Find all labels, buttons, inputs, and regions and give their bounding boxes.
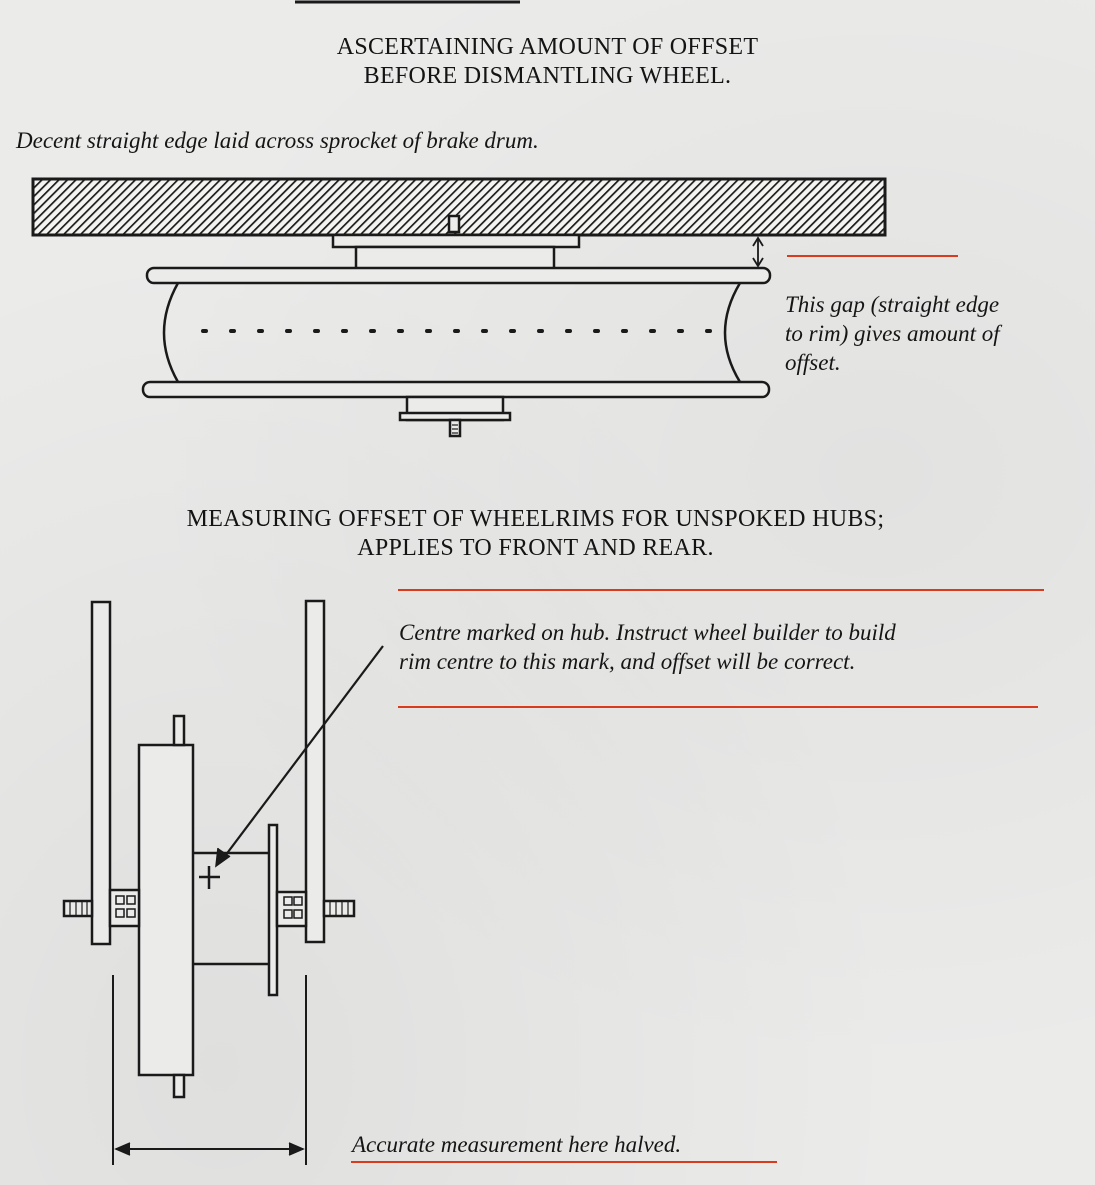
rim-left-profile [162, 282, 180, 383]
gap-caption-line2: to rim) gives amount of [785, 321, 1000, 346]
rim-bottom-flange [141, 380, 771, 399]
hub-drum [137, 743, 195, 1077]
right-fork-leg [304, 599, 326, 944]
spindle-bottom [172, 1073, 186, 1099]
top-heading-line1: ASCERTAINING AMOUNT OF OFFSET [336, 34, 759, 60]
gap-caption-line3: offset. [785, 350, 841, 375]
measurement-caption: Accurate measurement here halved. [352, 1132, 682, 1157]
sprocket-bolt [447, 214, 461, 234]
centre-caption-line1: Centre marked on hub. Instruct wheel bui… [399, 620, 896, 645]
right-spindle-thread [322, 899, 356, 918]
gap-caption: This gap (straight edge to rim) gives am… [785, 290, 1000, 377]
left-fork-leg [90, 600, 112, 946]
centre-caption-line2: rim centre to this mark, and offset will… [399, 649, 856, 674]
middle-heading-line2: APPLIES TO FRONT AND REAR. [357, 535, 714, 561]
rim-top-flange [145, 266, 772, 285]
straight-edge-figure [31, 177, 887, 438]
middle-heading: MEASURING OFFSET OF WHEELRIMS FOR UNSPOK… [0, 505, 1083, 563]
top-heading-line2: BEFORE DISMANTLING WHEEL. [363, 63, 732, 89]
straight-edge-caption: Decent straight edge laid across sprocke… [16, 128, 539, 153]
axle-stub [448, 418, 462, 438]
red-underlines [351, 255, 1044, 1163]
top-heading: ASCERTAINING AMOUNT OF OFFSET BEFORE DIS… [0, 33, 1095, 91]
rim-right-profile [723, 282, 742, 383]
spindle-top [172, 714, 186, 747]
left-spindle-thread [62, 899, 94, 918]
middle-heading-line1: MEASURING OFFSET OF WHEELRIMS FOR UNSPOK… [186, 506, 885, 532]
centre-pointer-line [221, 645, 384, 861]
centre-caption: Centre marked on hub. Instruct wheel bui… [399, 618, 896, 676]
sprocket-flange [331, 233, 581, 249]
hub-offset-figure [62, 599, 384, 1165]
gap-caption-line1: This gap (straight edge [785, 292, 1000, 317]
